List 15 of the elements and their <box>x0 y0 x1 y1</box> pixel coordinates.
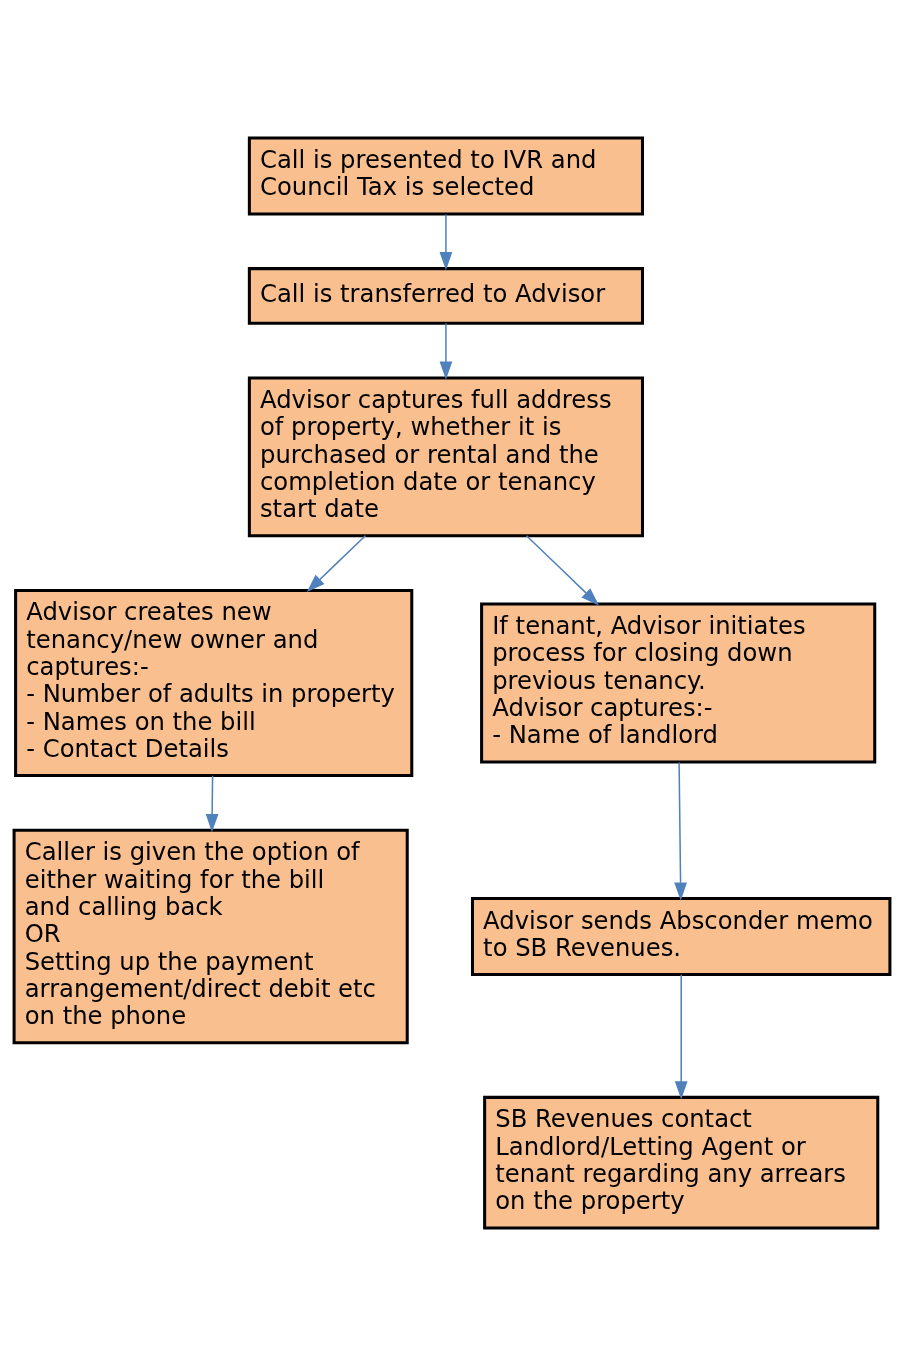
node-box: Call is presented to IVR and Council Tax is selected <box>247 136 644 215</box>
arrow <box>674 761 687 901</box>
node-box: Call is transferred to Advisor <box>247 266 644 325</box>
node-box: Caller is given the option of either waiting for the bill and calling back OR Setting up the payment arrangement/direct debit etc on the phone <box>12 828 409 1044</box>
node-box: SB Revenues contact Landlord/Letting Agent or tenant regarding any arrears on the property <box>483 1095 880 1229</box>
node-box: Advisor sends Absconder memo to SB Revenues. <box>470 896 892 976</box>
arrow <box>439 322 453 380</box>
arrow <box>306 534 367 592</box>
node-box: If tenant, Advisor initiates process for closing down previous tenancy. Advisor captures:- - Name of landlord <box>480 602 877 763</box>
node-box: Advisor creates new tenancy/new owner and captures:- - Number of adults in property - Names on the bill - Contact Details <box>14 588 414 777</box>
arrow <box>205 774 219 832</box>
arrow <box>674 973 688 1099</box>
arrow <box>525 534 599 605</box>
arrow <box>439 213 453 270</box>
node-box: Advisor captures full address of property, whether it is purchased or rental and the completion date or tenancy start date <box>247 375 644 537</box>
